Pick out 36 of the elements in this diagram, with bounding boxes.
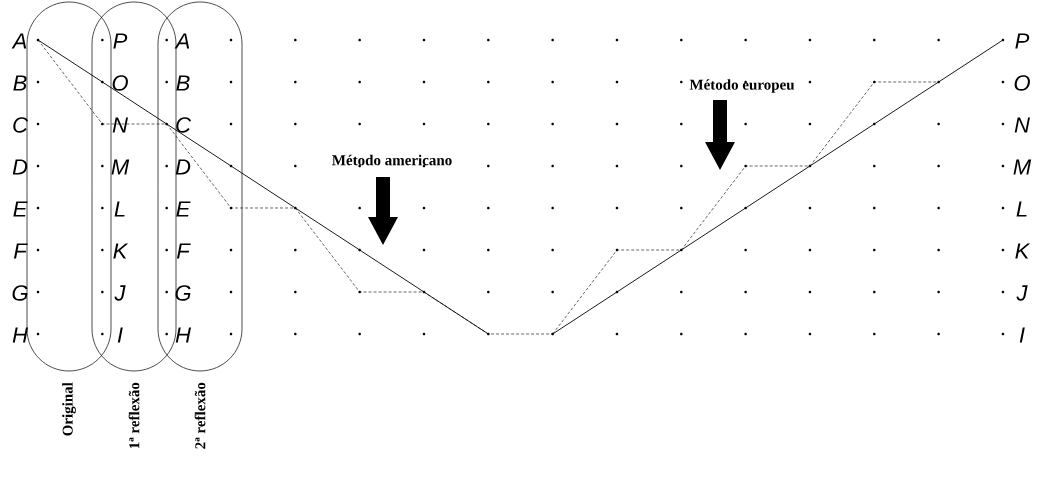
point-letter: B bbox=[13, 75, 27, 91]
point-letter: B bbox=[176, 75, 190, 91]
point-letter: I bbox=[117, 327, 123, 343]
node-label: Original bbox=[62, 382, 76, 436]
point-letter: H bbox=[175, 327, 191, 343]
point-letter: P bbox=[113, 33, 128, 49]
point-letter: J bbox=[1016, 285, 1028, 301]
method-label: Método europeu bbox=[689, 79, 795, 93]
point-letter: A bbox=[174, 33, 190, 49]
point-letter: O bbox=[112, 75, 128, 91]
point-letter: N bbox=[112, 117, 128, 133]
point-letter: M bbox=[111, 159, 130, 175]
point-letter: F bbox=[176, 243, 191, 259]
point-letter: M bbox=[1013, 159, 1032, 175]
point-letter: G bbox=[175, 285, 191, 301]
point-letter: H bbox=[12, 327, 28, 343]
point-letter: O bbox=[1014, 75, 1030, 91]
point-letter: P bbox=[1015, 33, 1030, 49]
point-letter: K bbox=[1015, 243, 1031, 259]
point-letter: N bbox=[1014, 117, 1030, 133]
point-letter: E bbox=[13, 201, 28, 217]
point-letter: D bbox=[12, 159, 28, 175]
node-label: 2ª reflexão bbox=[194, 382, 206, 449]
method-label: Método americano bbox=[332, 154, 452, 166]
point-letter: K bbox=[113, 243, 129, 259]
point-letter: D bbox=[175, 159, 191, 175]
point-letter: J bbox=[114, 285, 126, 301]
point-letter: C bbox=[176, 117, 192, 133]
point-letter: G bbox=[12, 285, 28, 301]
point-letter: L bbox=[1016, 201, 1027, 217]
node-label: 1ª reflexão bbox=[128, 382, 140, 449]
point-letter: E bbox=[176, 201, 191, 217]
point-letter: F bbox=[13, 243, 28, 259]
point-letter: I bbox=[1019, 327, 1025, 343]
point-letter: L bbox=[114, 201, 125, 217]
point-letter: C bbox=[13, 117, 29, 133]
